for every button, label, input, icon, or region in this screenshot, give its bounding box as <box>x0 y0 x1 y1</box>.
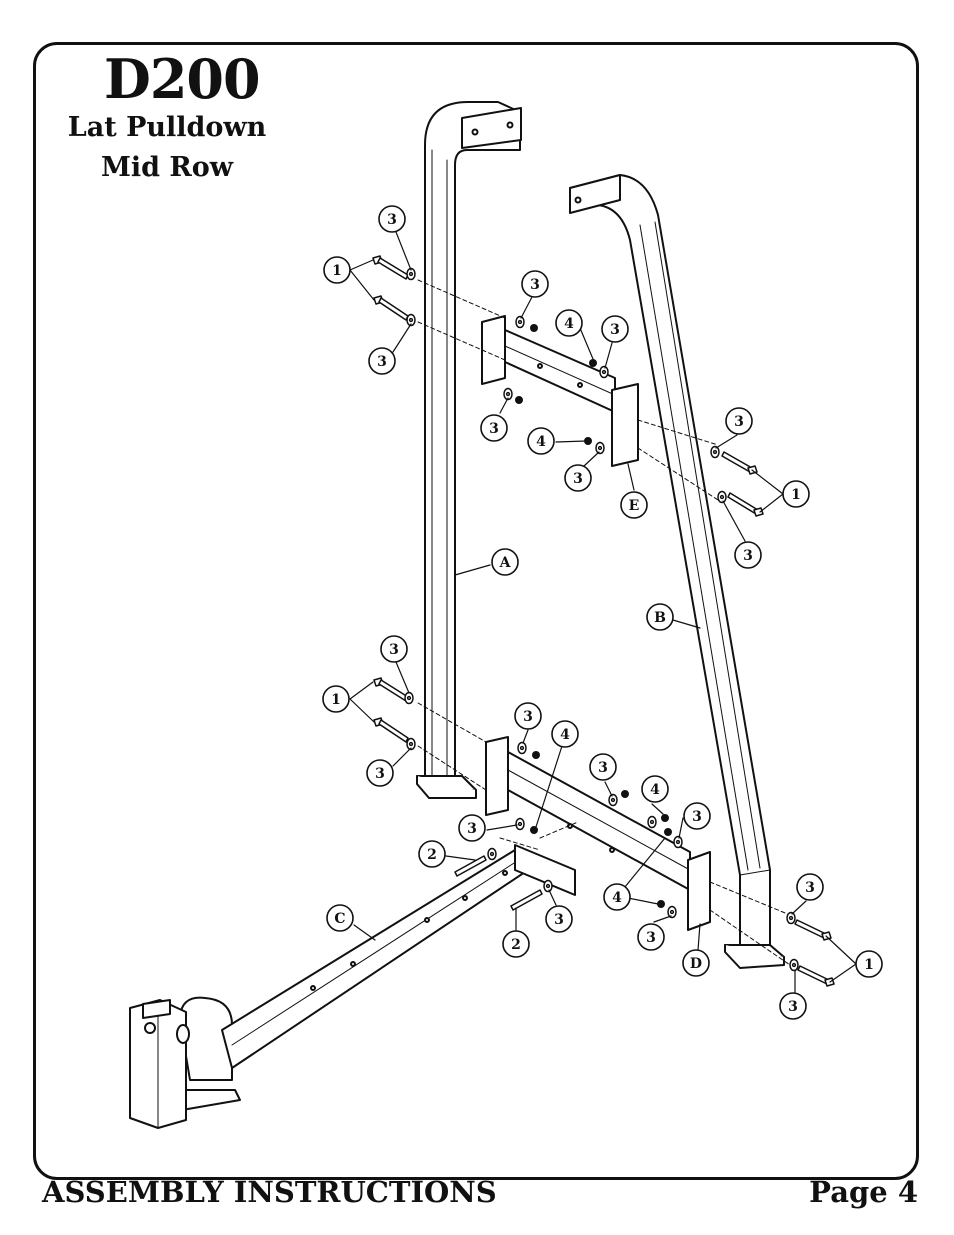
callout-washer: 3 <box>521 270 549 298</box>
svg-text:E: E <box>629 498 640 514</box>
svg-text:4: 4 <box>612 890 622 906</box>
svg-text:3: 3 <box>743 548 753 564</box>
part-label-e: E <box>620 491 648 519</box>
callout-washer: 3 <box>637 923 665 951</box>
svg-text:4: 4 <box>564 316 574 332</box>
callout-washer: 3 <box>734 541 762 569</box>
callout-washer: 3 <box>368 347 396 375</box>
subtitle-lat-pulldown: Lat Pulldown <box>67 112 267 143</box>
callout-bolt: 1 <box>782 480 810 508</box>
svg-text:3: 3 <box>389 642 399 658</box>
callout-washer: 3 <box>380 635 408 663</box>
svg-text:1: 1 <box>332 263 342 279</box>
svg-text:3: 3 <box>610 322 620 338</box>
crossbar-e <box>481 315 639 467</box>
svg-text:2: 2 <box>511 937 521 953</box>
svg-text:3: 3 <box>692 809 702 825</box>
part-label-d: D <box>682 949 710 977</box>
svg-text:3: 3 <box>523 709 533 725</box>
svg-text:3: 3 <box>805 880 815 896</box>
callout-washer: 3 <box>601 315 629 343</box>
callout-nut: 4 <box>641 775 669 803</box>
svg-text:3: 3 <box>377 354 387 370</box>
svg-text:B: B <box>654 610 666 626</box>
svg-text:3: 3 <box>646 930 656 946</box>
callout-washer: 3 <box>725 407 753 435</box>
callout-nut: 4 <box>555 309 583 337</box>
svg-text:4: 4 <box>560 727 570 743</box>
page-border <box>33 42 919 1180</box>
svg-text:3: 3 <box>734 414 744 430</box>
part-label-a: A <box>491 548 519 576</box>
svg-text:A: A <box>499 555 512 571</box>
base-c <box>129 844 576 1129</box>
svg-text:3: 3 <box>573 471 583 487</box>
svg-text:3: 3 <box>467 821 477 837</box>
part-label-c: C <box>326 904 354 932</box>
bolts <box>372 255 835 987</box>
callout-washer: 3 <box>545 905 573 933</box>
footer-page-number: Page 4 <box>809 1175 918 1209</box>
footer-assembly-instructions: ASSEMBLY INSTRUCTIONS <box>42 1175 497 1209</box>
callout-bolt: 1 <box>322 685 350 713</box>
callout-washer: 3 <box>458 814 486 842</box>
svg-text:3: 3 <box>788 999 798 1015</box>
svg-text:1: 1 <box>791 487 801 503</box>
callout-short-bolt: 2 <box>418 840 446 868</box>
callout-bolt: 1 <box>855 950 883 978</box>
callout-nut: 4 <box>603 883 631 911</box>
svg-text:C: C <box>334 911 345 927</box>
svg-text:1: 1 <box>331 692 341 708</box>
alignment-lines <box>417 279 791 966</box>
upright-b <box>569 174 785 969</box>
svg-text:D: D <box>690 956 702 972</box>
svg-text:4: 4 <box>536 434 546 450</box>
callout-washer: 3 <box>589 753 617 781</box>
svg-text:3: 3 <box>489 421 499 437</box>
callout-bolt: 1 <box>323 256 351 284</box>
svg-text:3: 3 <box>554 912 564 928</box>
callout-washer: 3 <box>564 464 592 492</box>
subtitle-mid-row: Mid Row <box>100 152 234 183</box>
callout-washer: 3 <box>480 414 508 442</box>
svg-text:3: 3 <box>530 277 540 293</box>
svg-text:1: 1 <box>864 957 874 973</box>
svg-text:2: 2 <box>427 847 437 863</box>
callout-washer: 3 <box>378 205 406 233</box>
callout-short-bolt: 2 <box>502 930 530 958</box>
svg-text:3: 3 <box>387 212 397 228</box>
short-bolts <box>454 855 543 911</box>
part-label-b: B <box>646 603 674 631</box>
callouts: 1 3 3 3 4 3 3 4 3 3 1 3 E A B 3 1 3 3 4 … <box>322 205 883 1020</box>
callout-washer: 3 <box>779 992 807 1020</box>
nuts <box>515 324 672 908</box>
callout-washer: 3 <box>796 873 824 901</box>
callout-nut: 4 <box>551 720 579 748</box>
svg-text:3: 3 <box>375 766 385 782</box>
washers <box>404 267 799 972</box>
callout-washer: 3 <box>683 802 711 830</box>
svg-text:4: 4 <box>650 782 660 798</box>
model-title: D200 <box>104 47 261 111</box>
callout-nut: 4 <box>527 427 555 455</box>
upright-a <box>416 101 522 799</box>
crossbar-d <box>485 736 711 931</box>
leader-lines <box>349 231 857 993</box>
svg-text:3: 3 <box>598 760 608 776</box>
callout-washer: 3 <box>366 759 394 787</box>
callout-washer: 3 <box>514 702 542 730</box>
